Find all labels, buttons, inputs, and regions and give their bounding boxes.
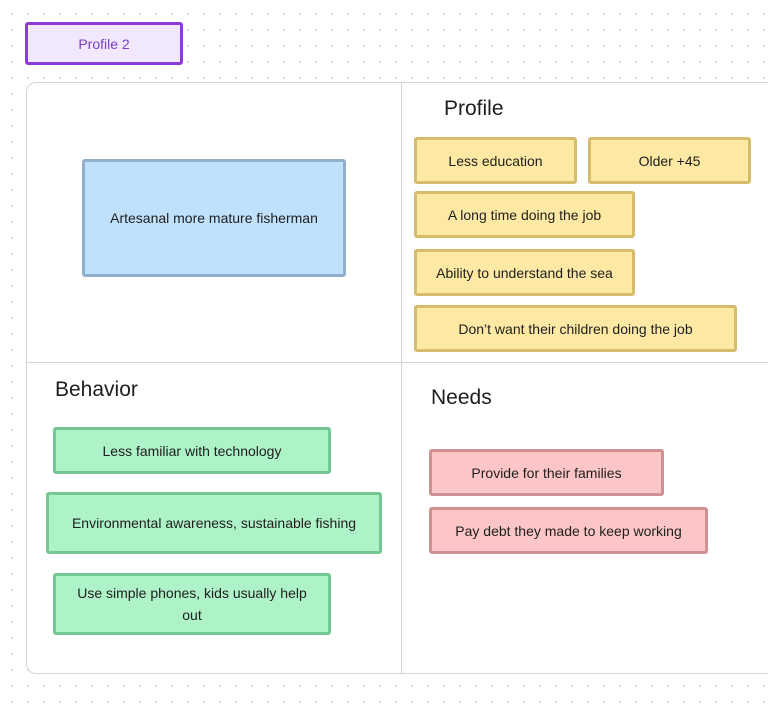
profile-heading: Profile [444, 97, 504, 120]
behavior-heading: Behavior [55, 378, 138, 401]
frame-label[interactable]: Profile 2 [25, 22, 183, 65]
sticky-note-behavior[interactable]: Less familiar with technology [53, 427, 331, 474]
sticky-note-behavior[interactable]: Use simple phones, kids usually help out [53, 573, 331, 635]
sticky-note-profile[interactable]: Less education [414, 137, 577, 184]
sticky-note-profile[interactable]: Older +45 [588, 137, 751, 184]
sticky-note-profile[interactable]: Don’t want their children doing the job [414, 305, 737, 352]
vertical-divider [401, 82, 402, 674]
sticky-note-persona[interactable]: Artesanal more mature fisherman [82, 159, 346, 277]
sticky-note-needs[interactable]: Provide for their families [429, 449, 664, 496]
sticky-note-profile[interactable]: Ability to understand the sea [414, 249, 635, 296]
horizontal-divider [26, 362, 768, 363]
sticky-note-needs[interactable]: Pay debt they made to keep working [429, 507, 708, 554]
sticky-note-profile[interactable]: A long time doing the job [414, 191, 635, 238]
needs-heading: Needs [431, 386, 492, 409]
sticky-note-behavior[interactable]: Environmental awareness, sustainable fis… [46, 492, 382, 554]
